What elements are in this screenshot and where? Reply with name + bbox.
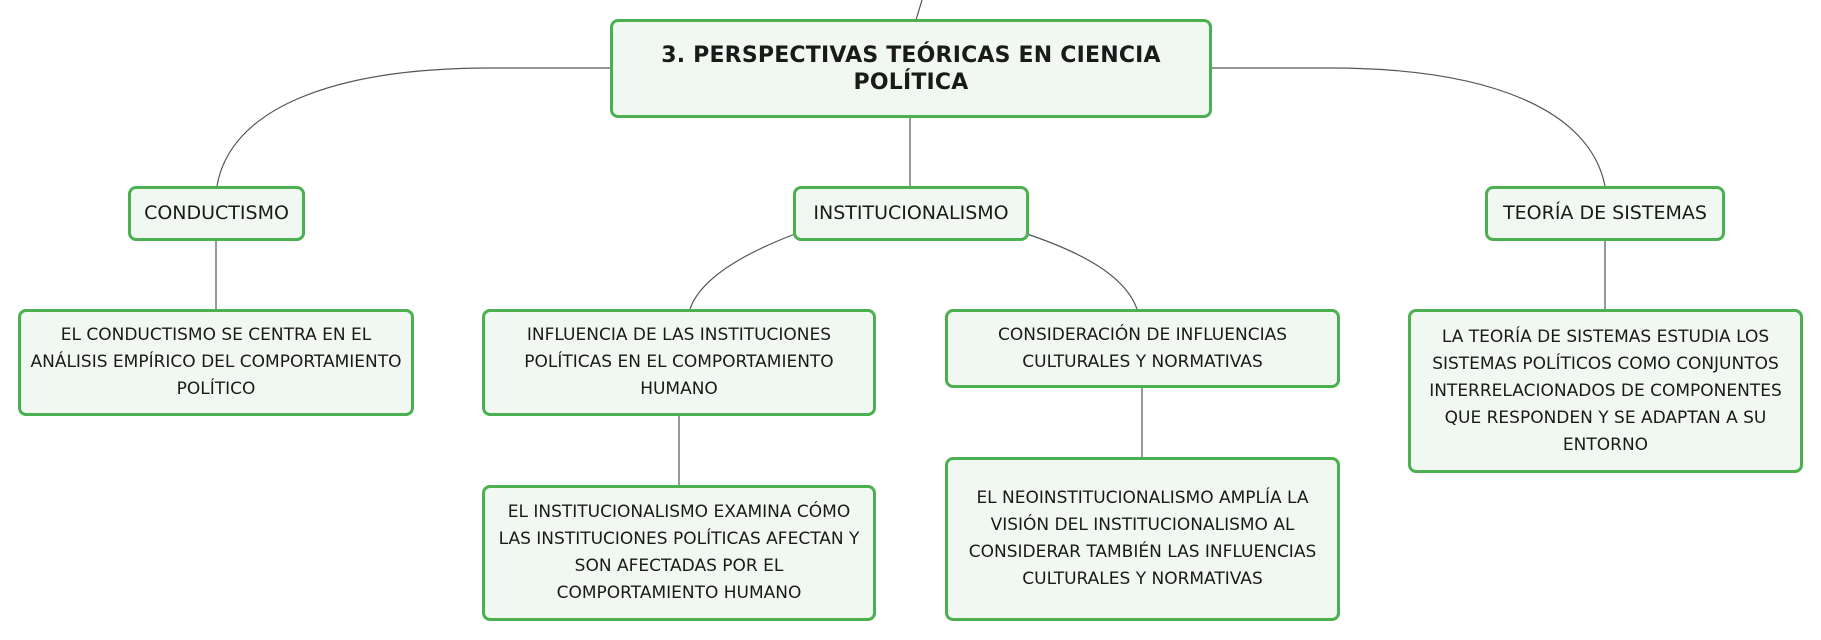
- connector-inst-culturales: [1026, 233, 1138, 310]
- subtopic-neoinstitucionalismo-desc-label: EL NEOINSTITUCIONALISMO AMPLÍA LA VISIÓN…: [968, 488, 1317, 589]
- root-topic-label: 3. PERSPECTIVAS TEÓRICAS EN CIENCIA POLÍ…: [661, 42, 1161, 95]
- subtopic-institucionalismo-desc[interactable]: EL INSTITUCIONALISMO EXAMINA CÓMO LAS IN…: [482, 485, 876, 621]
- topic-conductismo[interactable]: CONDUCTISMO: [128, 186, 305, 241]
- topic-institucionalismo[interactable]: INSTITUCIONALISMO: [793, 186, 1029, 241]
- topic-teoria-sistemas[interactable]: TEORÍA DE SISTEMAS: [1485, 186, 1725, 241]
- connector-root-sistemas: [1211, 67, 1606, 187]
- subtopic-influencia-instituciones-label: INFLUENCIA DE LAS INSTITUCIONES POLÍTICA…: [524, 325, 834, 399]
- subtopic-teoria-sistemas-desc-label: LA TEORÍA DE SISTEMAS ESTUDIA LOS SISTEM…: [1429, 326, 1782, 455]
- subtopic-influencias-culturales[interactable]: CONSIDERACIÓN DE INFLUENCIAS CULTURALES …: [945, 309, 1340, 388]
- subtopic-neoinstitucionalismo-desc[interactable]: EL NEOINSTITUCIONALISMO AMPLÍA LA VISIÓN…: [945, 457, 1340, 621]
- connector-root-conductismo: [216, 67, 612, 187]
- topic-institucionalismo-label: INSTITUCIONALISMO: [813, 202, 1009, 224]
- connector-parent-root: [915, 0, 923, 21]
- subtopic-institucionalismo-desc-label: EL INSTITUCIONALISMO EXAMINA CÓMO LAS IN…: [498, 502, 860, 603]
- topic-conductismo-label: CONDUCTISMO: [144, 202, 289, 224]
- topic-teoria-sistemas-label: TEORÍA DE SISTEMAS: [1503, 202, 1707, 224]
- connector-inst-influencia: [689, 233, 796, 310]
- subtopic-influencia-instituciones[interactable]: INFLUENCIA DE LAS INSTITUCIONES POLÍTICA…: [482, 309, 876, 416]
- subtopic-influencias-culturales-label: CONSIDERACIÓN DE INFLUENCIAS CULTURALES …: [997, 324, 1288, 372]
- subtopic-conductismo-desc-label: EL CONDUCTISMO SE CENTRA EN EL ANÁLISIS …: [30, 325, 402, 399]
- subtopic-conductismo-desc[interactable]: EL CONDUCTISMO SE CENTRA EN EL ANÁLISIS …: [18, 309, 414, 416]
- subtopic-teoria-sistemas-desc[interactable]: LA TEORÍA DE SISTEMAS ESTUDIA LOS SISTEM…: [1408, 309, 1803, 473]
- root-topic[interactable]: 3. PERSPECTIVAS TEÓRICAS EN CIENCIA POLÍ…: [610, 19, 1212, 118]
